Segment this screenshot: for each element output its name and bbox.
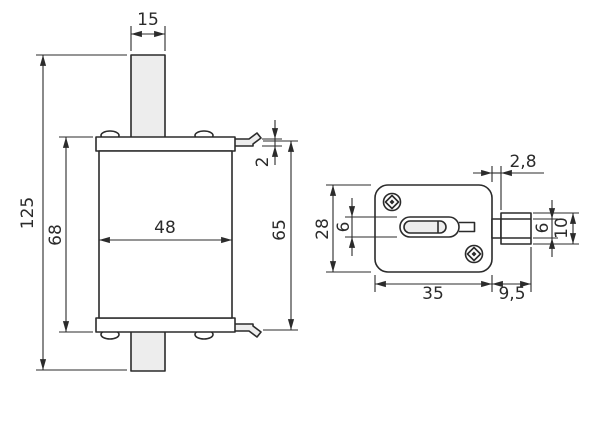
blade-strip <box>459 221 476 233</box>
dim-contact-span: 65 <box>263 140 298 331</box>
fuse-body <box>98 150 233 319</box>
top-cap <box>95 136 236 152</box>
dim-label: 125 <box>18 197 38 229</box>
dim-tab-length: 9,5 <box>492 247 532 304</box>
tab-neck <box>491 218 502 239</box>
dim-body-width: 48 <box>99 218 232 244</box>
dim-blade-thickness: 2 <box>253 120 282 167</box>
dim-label: 65 <box>270 219 290 241</box>
screw-center <box>471 251 477 257</box>
dim-tab-outer-height: 10 <box>533 212 579 245</box>
dim-label: 10 <box>552 217 572 239</box>
dim-side-width: 35 <box>374 275 493 304</box>
dim-label: 48 <box>154 218 176 238</box>
contact-tab <box>500 212 532 245</box>
dim-label: 15 <box>137 10 159 30</box>
dim-label: 28 <box>313 218 333 240</box>
dim-slot-height: 6 <box>334 198 397 256</box>
blade-section <box>403 220 447 234</box>
bottom-cap <box>95 317 236 333</box>
dim-label: 2,8 <box>509 152 536 172</box>
dim-label: 68 <box>46 224 66 246</box>
dim-label: 9,5 <box>498 284 525 304</box>
dim-tab-inner-height: 6 <box>533 200 558 257</box>
dim-neck-width: 2,8 <box>473 152 544 210</box>
dim-body-height: 68 <box>46 136 93 333</box>
front-view: 15 125 68 48 2 <box>18 10 298 372</box>
dim-label: 35 <box>422 284 444 304</box>
screw-top-left <box>382 192 402 212</box>
dim-label: 2 <box>253 157 273 168</box>
side-view: 2,8 28 6 35 9,5 <box>313 152 579 304</box>
screw-bottom-right <box>464 244 484 264</box>
dim-blade-width: 15 <box>130 10 166 51</box>
dim-overall-height: 125 <box>18 54 127 371</box>
dim-side-height: 28 <box>313 184 371 273</box>
dim-label: 6 <box>533 223 553 234</box>
bottom-contact-tab <box>231 323 262 338</box>
top-blade <box>130 54 166 140</box>
dim-label: 6 <box>334 222 354 233</box>
screw-center <box>389 199 395 205</box>
bottom-blade <box>130 329 166 372</box>
top-contact-tab <box>231 132 262 147</box>
